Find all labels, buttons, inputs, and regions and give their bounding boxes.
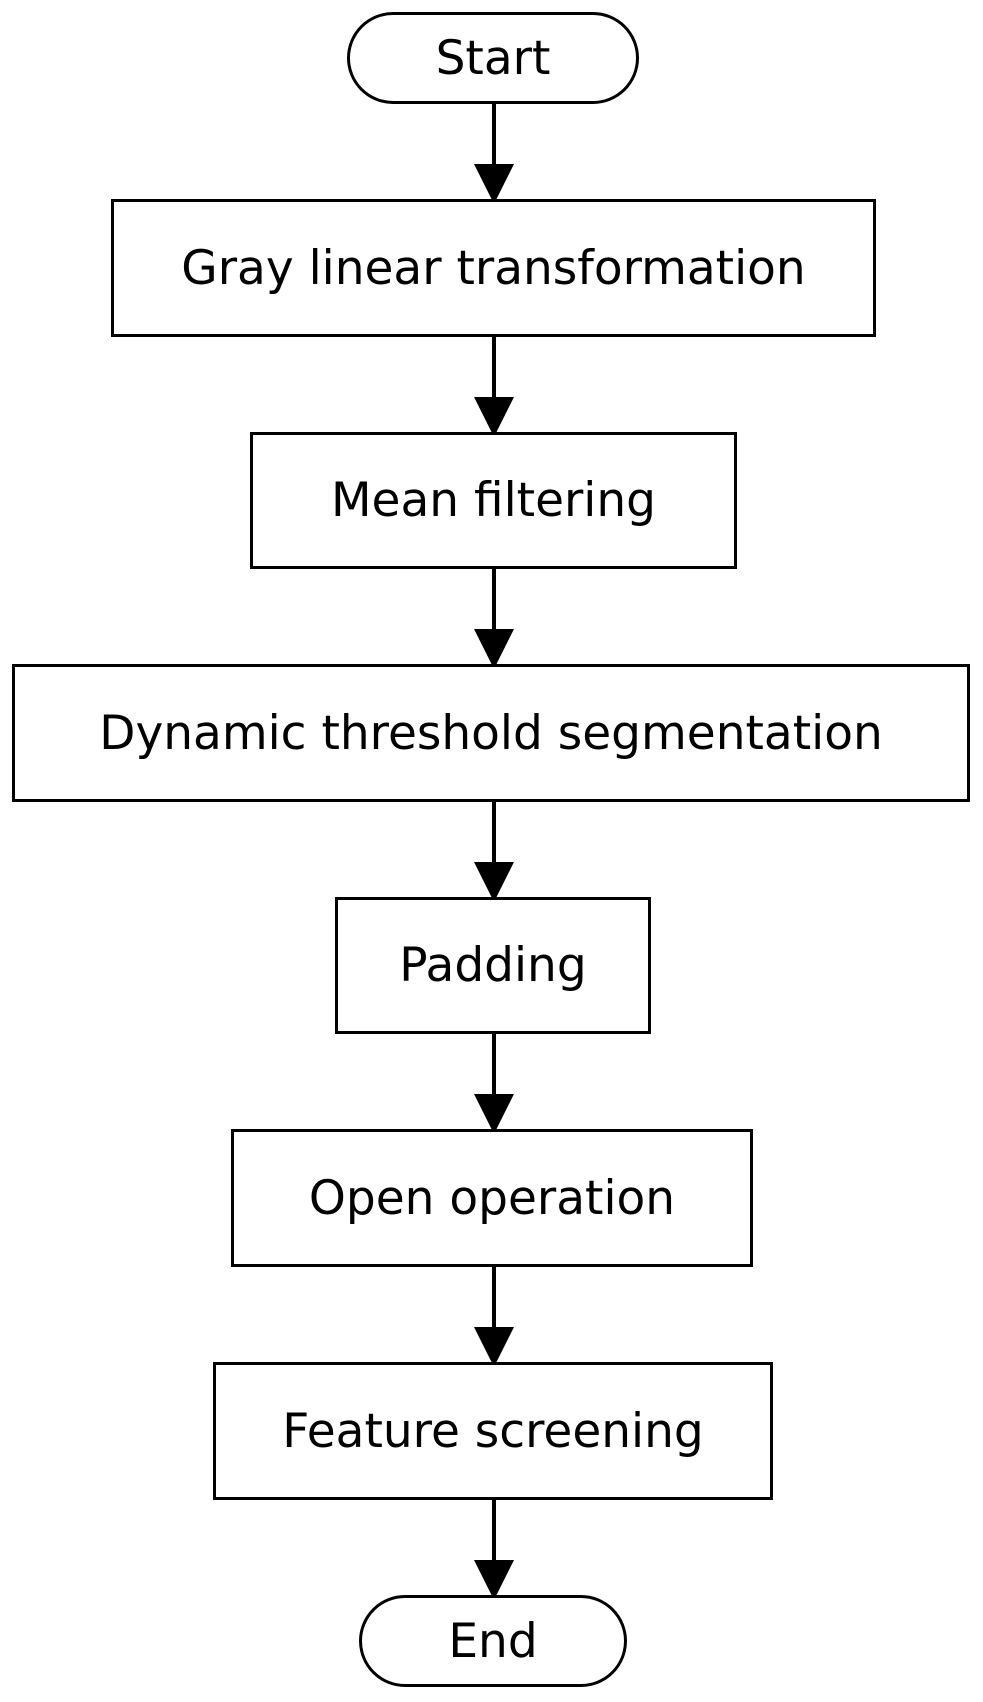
step-label: Padding (399, 938, 587, 993)
step-feature-screening: Feature screening (213, 1362, 773, 1500)
step-padding: Padding (335, 897, 651, 1034)
step-label: Gray linear transformation (181, 240, 806, 296)
end-node: End (359, 1595, 627, 1687)
step-label: Mean filtering (330, 473, 656, 528)
start-label: Start (435, 30, 551, 86)
step-dynamic-threshold-segmentation: Dynamic threshold segmentation (12, 664, 970, 802)
step-open-operation: Open operation (231, 1129, 753, 1267)
step-label: Feature screening (282, 1403, 704, 1459)
step-mean-filtering: Mean filtering (250, 432, 737, 569)
end-label: End (448, 1613, 538, 1669)
start-node: Start (347, 12, 639, 104)
step-gray-linear-transformation: Gray linear transformation (111, 199, 876, 337)
step-label: Open operation (308, 1170, 676, 1226)
step-label: Dynamic threshold segmentation (99, 705, 883, 761)
